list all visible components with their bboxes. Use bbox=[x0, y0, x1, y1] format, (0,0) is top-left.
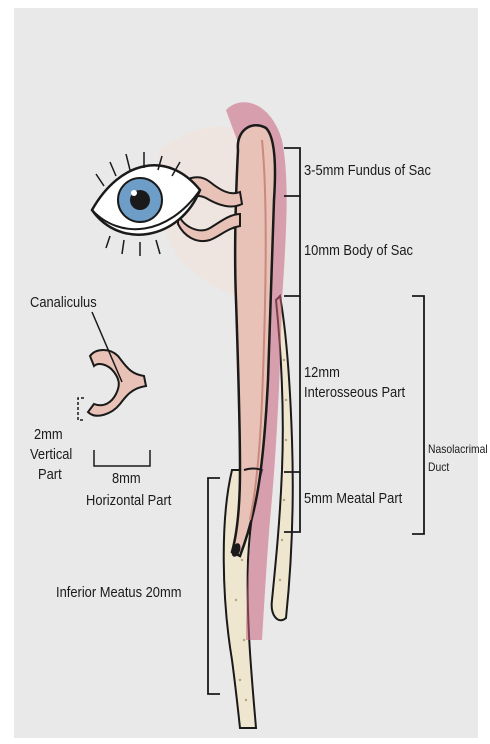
label-meatal: 5mm Meatal Part bbox=[304, 490, 402, 508]
label-vertical-1: 2mm bbox=[34, 426, 63, 444]
label-vertical-2: Vertical bbox=[30, 446, 72, 464]
label-interosseous-mm: 12mm bbox=[304, 364, 340, 382]
label-duct-2: Duct bbox=[428, 460, 449, 474]
label-canaliculus: Canaliculus bbox=[30, 294, 97, 312]
label-duct-1: Nasolacrimal bbox=[428, 442, 488, 456]
label-body: 10mm Body of Sac bbox=[304, 242, 413, 260]
label-vertical-3: Part bbox=[38, 466, 62, 484]
label-fundus: 3-5mm Fundus of Sac bbox=[304, 162, 431, 180]
label-horizontal-1: 8mm bbox=[112, 470, 141, 488]
label-horizontal-2: Horizontal Part bbox=[86, 492, 171, 510]
label-interosseous-part: Interosseous Part bbox=[304, 384, 405, 402]
label-meatus: Inferior Meatus 20mm bbox=[56, 584, 181, 602]
